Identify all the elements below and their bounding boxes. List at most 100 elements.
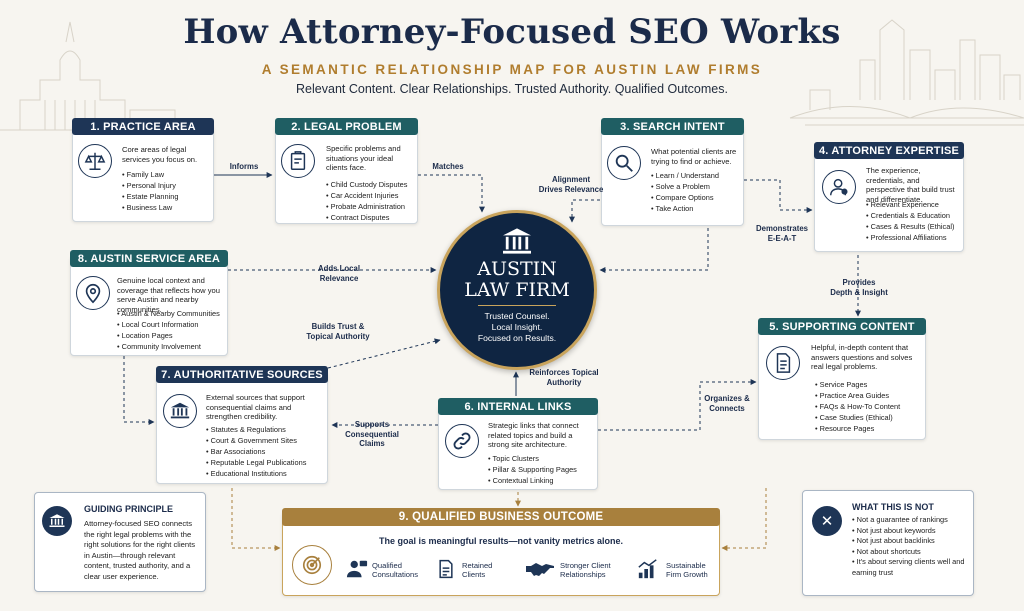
- close-x-icon: ✕: [812, 506, 842, 536]
- magnifier-icon: [607, 146, 641, 180]
- outcome-header: 9. QUALIFIED BUSINESS OUTCOME: [282, 508, 720, 526]
- attorney-expertise-header: 4. ATTORNEY EXPERTISE: [814, 142, 964, 159]
- list-item: Relevant Experience: [866, 199, 962, 210]
- what-this-is-not-title: WHAT THIS IS NOT: [852, 502, 934, 512]
- relation-demonstrates-line2: E-E-A-T: [767, 233, 797, 243]
- relation-organizes: Organizes &Connects: [700, 394, 754, 413]
- list-item: Location Pages: [117, 330, 227, 341]
- list-item: Topic Clusters: [488, 453, 594, 464]
- clipboard-icon: [281, 144, 315, 178]
- outcome-item-line1: Retained: [462, 561, 493, 570]
- relation-provides-line2: Depth & Insight: [830, 287, 888, 297]
- list-item: Reputable Legal Publications: [206, 457, 328, 468]
- search-intent-list: Learn / Understand Solve a Problem Compa…: [651, 170, 741, 214]
- list-item: Bar Associations: [206, 446, 328, 457]
- list-item: Family Law: [122, 169, 212, 180]
- internal-links-desc: Strategic links that connect related top…: [488, 421, 579, 450]
- search-intent-header: 3. SEARCH INTENT: [601, 118, 744, 135]
- supporting-content-header: 5. SUPPORTING CONTENT: [758, 318, 926, 335]
- relation-organizes-line1: Organizes &: [704, 394, 750, 403]
- list-item: Statutes & Regulations: [206, 424, 328, 435]
- relation-supports-line3: Claims: [359, 439, 385, 449]
- list-item: Pillar & Supporting Pages: [488, 464, 594, 475]
- list-item: Austin & Nearby Communities: [117, 308, 227, 319]
- supporting-content-list: Service Pages Practice Area Guides FAQs …: [815, 379, 925, 434]
- relation-builds-trust: Builds Trust &Topical Authority: [300, 322, 376, 341]
- relation-organizes-line2: Connects: [709, 403, 745, 413]
- list-item: FAQs & How-To Content: [815, 401, 925, 412]
- relation-builds-trust-line1: Builds Trust &: [311, 322, 365, 331]
- legal-problem-list: Child Custody Disputes Car Accident Inju…: [326, 179, 418, 223]
- guiding-principle-title: GUIDING PRINCIPLE: [84, 504, 174, 514]
- legal-problem-header: 2. LEGAL PROBLEM: [275, 118, 418, 135]
- hub-sub-line3: Focused on Results.: [477, 333, 557, 343]
- list-item: Contextual Linking: [488, 475, 594, 486]
- service-area-header: 8. AUSTIN SERVICE AREA: [70, 250, 228, 267]
- outcome-goal: The goal is meaningful results—not vanit…: [378, 536, 624, 546]
- list-item: Professional Affiliations: [866, 232, 962, 243]
- legal-problem-desc: Specific problems and situations your id…: [326, 144, 401, 173]
- hub-subtitle: Trusted Counsel.Local Insight.Focused on…: [440, 311, 594, 344]
- list-item: Take Action: [651, 203, 741, 214]
- relation-supports-line2: Consequential: [345, 429, 399, 439]
- list-item: Service Pages: [815, 379, 925, 390]
- courthouse-icon: [503, 228, 531, 254]
- list-item: Case Studies (Ethical): [815, 412, 925, 423]
- outcome-item-line1: Sustainable: [666, 561, 706, 570]
- relation-provides-line1: Provides: [842, 278, 876, 287]
- list-item: Compare Options: [651, 192, 741, 203]
- list-item: Child Custody Disputes: [326, 179, 418, 190]
- scales-icon: [78, 144, 112, 178]
- list-item: Not just about keywords: [852, 526, 970, 537]
- relation-matches: Matches: [432, 162, 464, 171]
- target-icon: [292, 545, 332, 585]
- growth-chart-icon: [638, 559, 657, 579]
- authoritative-sources-list: Statutes & Regulations Court & Governmen…: [206, 424, 328, 479]
- authoritative-sources-header: 7. AUTHORITATIVE SOURCES: [156, 366, 328, 383]
- supporting-content-desc: Helpful, in-depth content that answers q…: [811, 343, 913, 372]
- relation-alignment-line1: Alignment: [551, 175, 591, 184]
- list-item: Contract Disputes: [326, 212, 418, 223]
- hub-sub-line1: Trusted Counsel.: [484, 311, 550, 321]
- page-tagline: Relevant Content. Clear Relationships. T…: [296, 82, 728, 96]
- list-item: Local Court Information: [117, 319, 227, 330]
- relation-adds-local-line2: Relevance: [319, 273, 359, 283]
- outcome-item-line1: Stronger Client: [560, 561, 611, 570]
- list-item: Business Law: [122, 202, 212, 213]
- attorney-expertise-list: Relevant Experience Credentials & Educat…: [866, 199, 962, 243]
- list-item: Credentials & Education: [866, 210, 962, 221]
- list-item: Not just about backlinks: [852, 536, 970, 547]
- consultation-icon: [346, 560, 368, 578]
- list-item: Cases & Results (Ethical): [866, 221, 962, 232]
- guiding-principle-text: Attorney-focused SEO connects the right …: [84, 519, 196, 581]
- practice-area-list: Family Law Personal Injury Estate Planni…: [122, 169, 212, 213]
- relation-informs: Informs: [229, 162, 259, 171]
- attorney-badge-icon: [822, 170, 856, 204]
- relation-demonstrates-line1: Demonstrates: [756, 224, 808, 233]
- location-pin-icon: [76, 276, 110, 310]
- relation-reinforces-line1: Reinforces Topical: [529, 368, 599, 377]
- handshake-icon: [526, 563, 554, 576]
- page-subtitle: A SEMANTIC RELATIONSHIP MAP FOR AUSTIN L…: [261, 62, 763, 77]
- hub-sub-line2: Local Insight.: [491, 322, 543, 332]
- outcome-item-line2: Firm Growth: [666, 570, 708, 580]
- list-item: Not a guarantee of rankings: [852, 515, 970, 526]
- practice-area-header: 1. PRACTICE AREA: [72, 118, 214, 135]
- list-item: Solve a Problem: [651, 181, 741, 192]
- institution-icon: [163, 394, 197, 428]
- chain-link-icon: [445, 424, 479, 458]
- what-this-is-not-list: Not a guarantee of rankings Not just abo…: [852, 515, 970, 579]
- list-item: Educational Institutions: [206, 468, 328, 479]
- hub-title-line1: AUSTIN: [477, 258, 557, 280]
- relation-adds-local-line1: Adds Local: [317, 264, 361, 273]
- service-area-list: Austin & Nearby Communities Local Court …: [117, 308, 227, 352]
